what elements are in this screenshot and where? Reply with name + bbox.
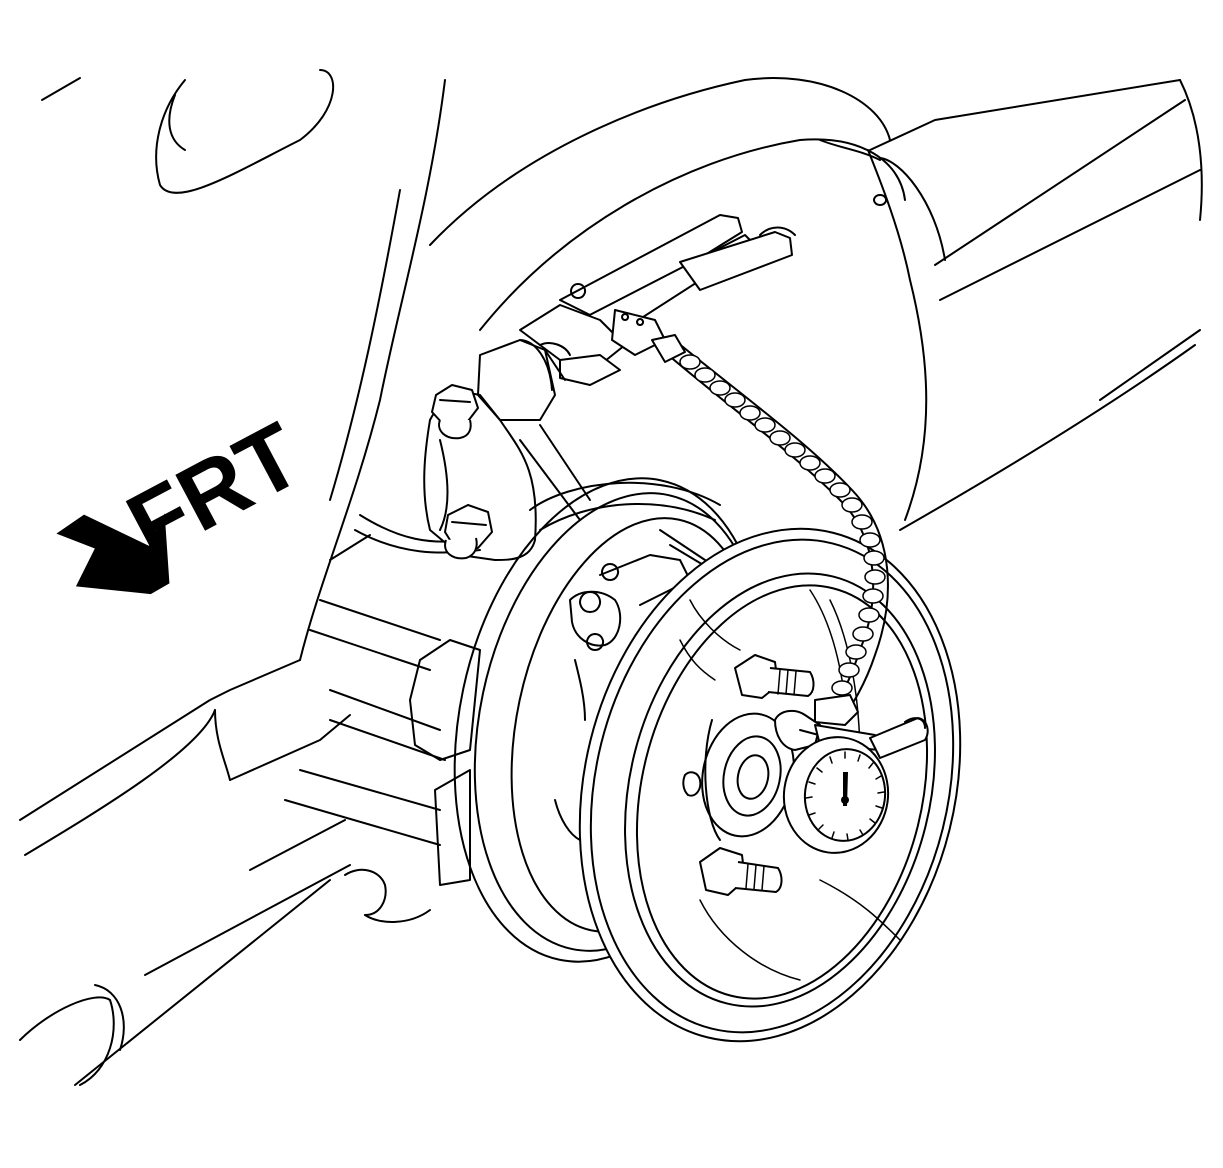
- backing-plate: [344, 639, 481, 923]
- locking-pliers: [519, 214, 796, 386]
- lower-stud-icon: [699, 847, 783, 896]
- dial-indicator: [774, 709, 929, 854]
- upper-stud-icon: [734, 654, 815, 699]
- lower-bolt-icon: [444, 504, 493, 560]
- suspension-bracket: [329, 339, 591, 561]
- upper-bolt-icon: [431, 384, 479, 440]
- flexible-gauge-arm: [651, 334, 889, 726]
- arrow-left-down-icon: [56, 513, 170, 595]
- side-stud-icon: [682, 771, 702, 797]
- lower-body: [19, 599, 446, 1086]
- front-direction-indicator: FRT: [56, 404, 317, 595]
- vehicle-body: [41, 69, 1203, 661]
